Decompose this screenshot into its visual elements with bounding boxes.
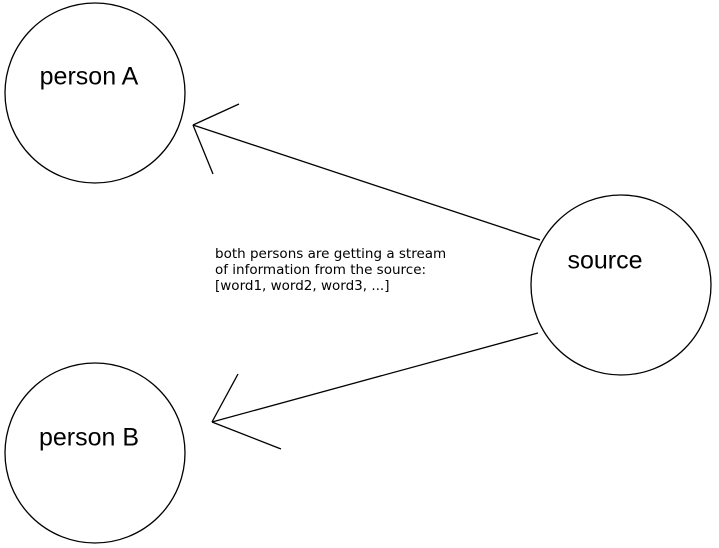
node-circle-person-a: [4, 2, 186, 184]
annotation-line-1: both persons are getting a stream: [215, 246, 446, 262]
edge-line: [192, 124, 541, 241]
edge-source-to-person-b[interactable]: [211, 332, 539, 450]
stream-annotation: both persons are getting a stream of inf…: [215, 246, 446, 294]
arrowhead-barb-upper: [211, 373, 239, 423]
annotation-line-2: of information from the source:: [215, 262, 426, 278]
arrowhead-barb-lower: [211, 421, 282, 450]
arrowhead-barb-lower: [192, 124, 214, 175]
node-person-a[interactable]: person A: [4, 2, 186, 184]
node-label-source: source: [567, 247, 642, 275]
node-source[interactable]: source: [530, 194, 712, 376]
edge-source-to-person-a[interactable]: [192, 103, 541, 241]
arrowhead-barb-upper: [192, 103, 240, 126]
edge-line: [211, 332, 539, 423]
annotation-line-3: [word1, word2, word3, ...]: [215, 278, 389, 294]
node-circle-person-b: [4, 362, 186, 544]
node-label-person-a: person A: [40, 63, 139, 91]
node-circle-source: [530, 194, 712, 376]
node-label-person-b: person B: [39, 424, 139, 452]
node-person-b[interactable]: person B: [4, 362, 186, 544]
